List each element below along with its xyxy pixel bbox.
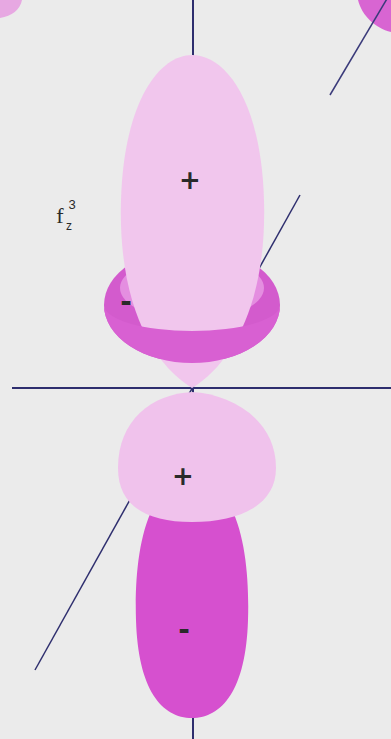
phase-sign: - bbox=[120, 288, 132, 316]
phase-sign: + bbox=[172, 463, 194, 489]
positive-ring bbox=[118, 392, 276, 522]
phase-sign: - bbox=[178, 616, 190, 644]
orbital-fragment bbox=[358, 0, 391, 32]
orbital-subscript: z bbox=[66, 220, 72, 232]
axis-line bbox=[330, 0, 391, 95]
orbital-superscript: 3 bbox=[68, 198, 75, 211]
x-axis bbox=[12, 387, 391, 389]
orbital-name: f bbox=[56, 205, 63, 227]
orbital-fragment bbox=[0, 0, 22, 18]
phase-sign: + bbox=[179, 167, 201, 193]
